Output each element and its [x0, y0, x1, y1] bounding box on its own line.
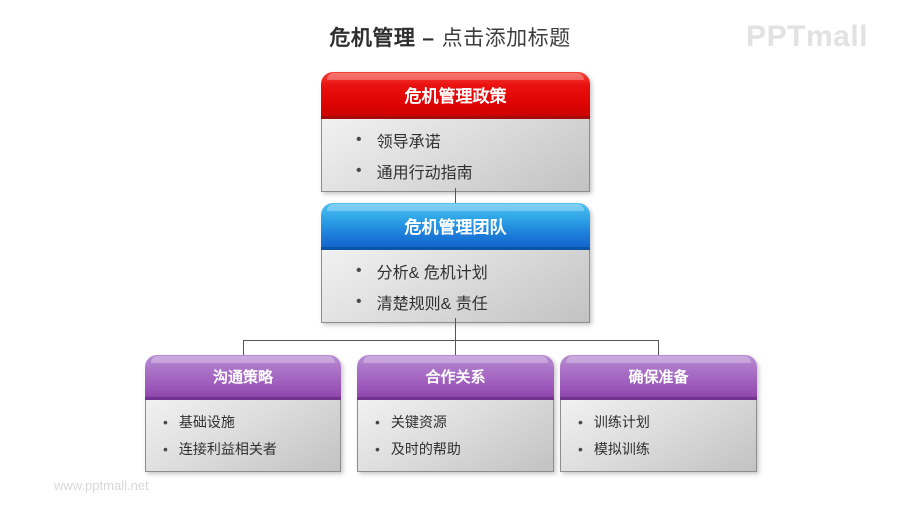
bullet-item: 通用行动指南 — [356, 159, 589, 183]
bullet-dot-icon — [578, 414, 583, 430]
node-header-red: 危机管理政策 — [321, 72, 590, 119]
node-header-label: 沟通策略 — [212, 368, 273, 386]
bullet-text: 清楚规则& 责任 — [376, 295, 488, 313]
node-body: 领导承诺 通用行动指南 — [321, 119, 590, 192]
bullet-dot-icon — [375, 441, 380, 457]
bullet-dot-icon — [163, 414, 168, 430]
bullet-text: 及时的帮助 — [390, 441, 461, 457]
bullet-text: 通用行动指南 — [376, 164, 473, 182]
node-body: 分析& 危机计划 清楚规则& 责任 — [321, 250, 590, 323]
bullet-text: 分析& 危机计划 — [376, 264, 488, 282]
node-body: 训练计划 模拟训练 — [560, 400, 757, 472]
node-header-purple: 沟通策略 — [145, 355, 341, 400]
node-body: 关键资源 及时的帮助 — [357, 400, 554, 472]
node-communication-strategy[interactable]: 沟通策略 基础设施 连接利益相关者 — [145, 355, 341, 472]
bullet-text: 训练计划 — [593, 414, 650, 430]
node-cooperation-relations[interactable]: 合作关系 关键资源 及时的帮助 — [357, 355, 554, 472]
bullet-dot-icon — [356, 262, 362, 280]
bullet-dot-icon — [356, 131, 362, 149]
node-header-blue: 危机管理团队 — [321, 203, 590, 250]
bullet-item: 及时的帮助 — [375, 439, 553, 459]
pptmall-logo: PPTmall — [746, 20, 868, 53]
bullet-item: 分析& 危机计划 — [356, 259, 589, 283]
bullet-item: 关键资源 — [375, 412, 553, 432]
node-header-label: 合作关系 — [425, 368, 486, 386]
node-ensure-preparation[interactable]: 确保准备 训练计划 模拟训练 — [560, 355, 757, 472]
node-header-purple: 确保准备 — [560, 355, 757, 400]
connector-line — [243, 340, 244, 355]
bullet-text: 关键资源 — [390, 414, 447, 430]
node-body: 基础设施 连接利益相关者 — [145, 400, 341, 472]
watermark-url: www.pptmall.net — [54, 478, 149, 493]
bullet-dot-icon — [356, 293, 362, 311]
connector-line — [243, 340, 659, 341]
title-text: 危机管理 — [329, 27, 416, 50]
node-crisis-team[interactable]: 危机管理团队 分析& 危机计划 清楚规则& 责任 — [321, 203, 590, 323]
bullet-item: 模拟训练 — [578, 439, 756, 459]
bullet-dot-icon — [356, 162, 362, 180]
bullet-text: 模拟训练 — [593, 441, 650, 457]
node-header-label: 危机管理政策 — [404, 86, 507, 106]
node-crisis-policy[interactable]: 危机管理政策 领导承诺 通用行动指南 — [321, 72, 590, 192]
title-placeholder: 点击添加标题 — [441, 27, 571, 50]
slide-title[interactable]: 危机管理–点击添加标题 — [0, 22, 900, 52]
connector-line — [455, 318, 456, 355]
connector-line — [658, 340, 659, 355]
bullet-item: 连接利益相关者 — [163, 439, 340, 459]
bullet-dot-icon — [375, 414, 380, 430]
bullet-text: 领导承诺 — [376, 133, 441, 151]
bullet-dot-icon — [163, 441, 168, 457]
title-separator: – — [422, 27, 435, 50]
connector-line — [455, 188, 456, 203]
node-header-label: 确保准备 — [628, 368, 689, 386]
bullet-item: 清楚规则& 责任 — [356, 290, 589, 314]
bullet-dot-icon — [578, 441, 583, 457]
bullet-item: 领导承诺 — [356, 128, 589, 152]
bullet-item: 训练计划 — [578, 412, 756, 432]
node-header-purple: 合作关系 — [357, 355, 554, 400]
bullet-text: 基础设施 — [178, 414, 235, 430]
bullet-text: 连接利益相关者 — [178, 441, 277, 457]
node-header-label: 危机管理团队 — [404, 217, 507, 237]
bullet-item: 基础设施 — [163, 412, 340, 432]
